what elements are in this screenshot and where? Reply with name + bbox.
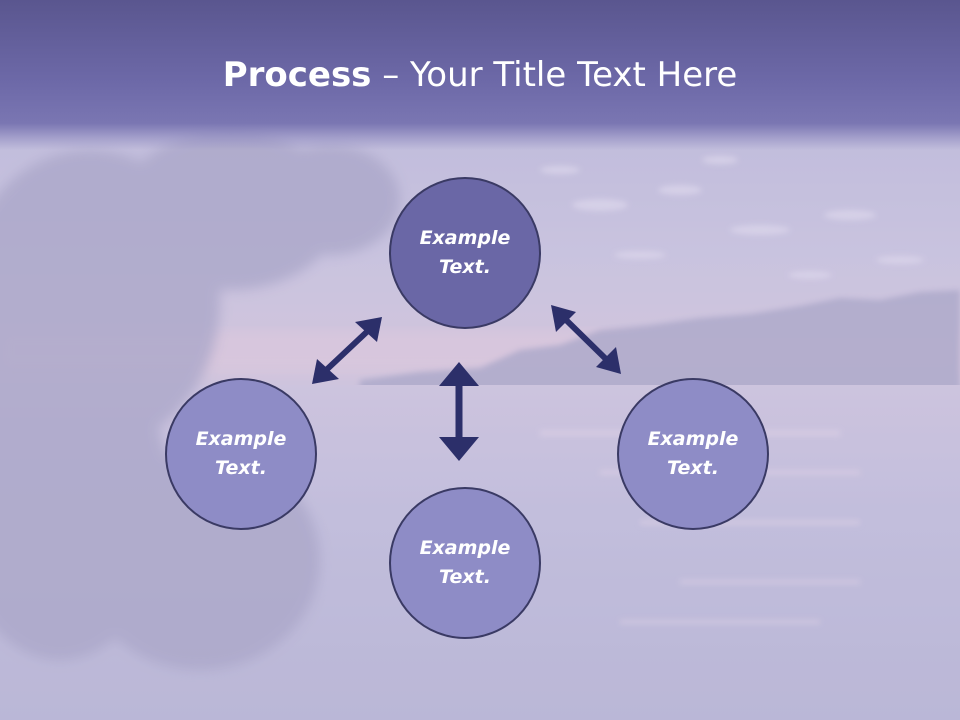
arrow-top-left <box>312 317 382 384</box>
process-node-top: Example Text. <box>389 177 541 329</box>
process-node-bottom: Example Text. <box>389 487 541 639</box>
node-label: Example Text. <box>647 428 739 479</box>
node-label: Example Text. <box>419 537 511 588</box>
arrow-vertical <box>439 362 479 461</box>
slide-title: Process – Your Title Text Here <box>0 52 960 98</box>
node-label: Example Text. <box>195 428 287 479</box>
arrow-top-right <box>551 305 621 374</box>
process-node-right: Example Text. <box>617 378 769 530</box>
node-label: Example Text. <box>419 227 511 278</box>
title-band <box>0 0 960 150</box>
title-rest-text: – Your Title Text Here <box>371 55 738 95</box>
process-node-left: Example Text. <box>165 378 317 530</box>
title-bold-text: Process <box>222 55 372 95</box>
